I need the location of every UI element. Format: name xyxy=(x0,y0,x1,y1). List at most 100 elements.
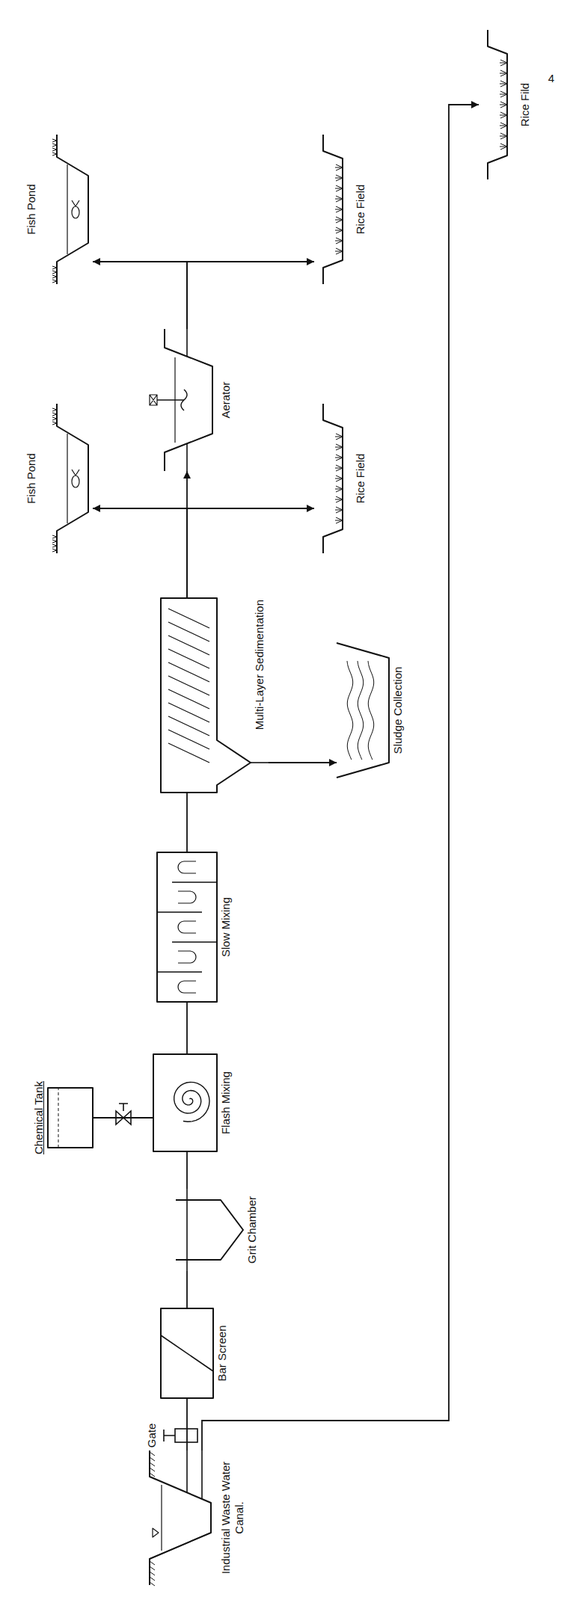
inclined-plates xyxy=(168,608,210,763)
baffles xyxy=(157,882,217,973)
pipe-connector xyxy=(186,792,188,853)
shape-group xyxy=(323,403,343,554)
mixing-spiral xyxy=(174,1082,210,1123)
aerator-motor xyxy=(149,394,158,406)
bypass-pipe xyxy=(201,1451,203,1500)
sludge-wave xyxy=(368,661,375,760)
node-label: Rice Field xyxy=(351,134,370,285)
sed-drawing xyxy=(153,598,269,793)
grit-pipe xyxy=(186,1189,188,1272)
pipe-connector xyxy=(186,1271,188,1310)
water-line xyxy=(66,164,68,255)
shape-group xyxy=(160,1309,214,1399)
water-line xyxy=(160,1485,162,1552)
aerator-impeller xyxy=(181,389,188,411)
screen-channel xyxy=(160,1309,214,1399)
shape-group xyxy=(160,598,269,793)
canal-node: Industrial Waste Water Canal. xyxy=(134,1451,249,1586)
shape-group xyxy=(52,403,89,554)
sedimentation-tank: Multi-Layer Sedimentation xyxy=(153,598,269,793)
sludge-wave xyxy=(357,661,364,760)
node-label: Multi-Layer Sedimentation xyxy=(250,598,269,793)
node-label: Fish Pond xyxy=(22,134,41,285)
shape-area xyxy=(47,1069,93,1167)
shape-group xyxy=(336,643,389,778)
aerator-basin: Aerator xyxy=(149,329,235,472)
shape-area xyxy=(153,598,251,793)
shape-group xyxy=(47,1088,93,1149)
node-label: Bar Screen xyxy=(213,1309,232,1399)
rice-field: Rice Fild xyxy=(478,29,535,180)
fish-pond: Fish Pond xyxy=(22,403,93,554)
shape-area xyxy=(175,1189,244,1272)
valve-handle xyxy=(118,1104,128,1112)
sludge-outlet xyxy=(250,762,269,764)
bar-screen-box: Bar Screen xyxy=(160,1309,232,1399)
pipe-connector xyxy=(201,104,479,1452)
page-number: 4 xyxy=(543,71,560,86)
flash-box-outline xyxy=(153,1054,217,1152)
chemical-tank: Chemical Tank xyxy=(29,1069,93,1167)
pond-section xyxy=(56,403,89,554)
canal-section xyxy=(149,1451,211,1586)
rice-field: Rice Field xyxy=(314,403,370,554)
sludge-wave xyxy=(347,661,354,760)
water-level-mark xyxy=(152,1528,159,1538)
shape-group xyxy=(149,1451,211,1587)
field-section xyxy=(323,403,343,554)
flash-mixing-box: Flash Mixing xyxy=(153,1054,235,1152)
shape-group xyxy=(149,329,213,472)
screen-bars xyxy=(160,1335,214,1372)
shape-area xyxy=(336,643,389,778)
node-label: Aerator xyxy=(216,329,235,472)
shape-group xyxy=(175,1189,244,1272)
shape-area xyxy=(478,29,517,180)
grit-hopper xyxy=(175,1200,244,1261)
slow-mixing-box: Slow Mixing xyxy=(157,852,235,1003)
rice-field: Rice Field xyxy=(314,134,370,285)
shape-group xyxy=(157,852,217,1003)
rice-plants xyxy=(499,59,508,150)
shape-group xyxy=(52,134,89,285)
shape-area xyxy=(40,403,93,554)
tank-liquid xyxy=(58,1088,60,1149)
shape-area xyxy=(153,1054,217,1152)
node-label: Grit Chamber xyxy=(243,1189,262,1272)
shape-group xyxy=(487,29,508,180)
grit-chamber: Grit Chamber xyxy=(175,1189,262,1272)
fish-symbol xyxy=(71,200,80,219)
pipe-connector xyxy=(268,762,337,764)
pipe-connector xyxy=(186,1002,188,1055)
fish-symbol xyxy=(71,469,80,488)
pipe-connector xyxy=(186,1151,188,1190)
field-section xyxy=(323,134,343,285)
gate-label: Gate xyxy=(145,1421,159,1452)
shape-group xyxy=(153,1054,217,1152)
shape-area xyxy=(314,403,352,554)
pipe-connector xyxy=(92,1117,154,1120)
gate-stem xyxy=(163,1430,176,1443)
tank-outline xyxy=(47,1088,93,1149)
pipe-connector xyxy=(92,508,188,599)
node-label: Flash Mixing xyxy=(216,1054,235,1152)
water-line xyxy=(66,433,68,524)
bank-grass xyxy=(52,139,57,283)
node-label: Chemical Tank xyxy=(29,1069,48,1167)
node-label: Rice Field xyxy=(351,403,370,554)
node-label: Industrial Waste Water Canal. xyxy=(216,1451,249,1586)
sedimentation-outline xyxy=(160,598,251,793)
node-label: Slow Mixing xyxy=(216,852,235,1003)
node-label: Fish Pond xyxy=(22,403,41,554)
pond-section xyxy=(56,134,89,285)
pipe-connector xyxy=(92,261,188,330)
pipe-connector xyxy=(186,1398,188,1452)
fish-pond: Fish Pond xyxy=(22,134,93,285)
slow-box-outline xyxy=(157,852,217,1003)
aerator-shaft xyxy=(157,399,185,401)
shape-area xyxy=(134,1451,217,1586)
shape-area xyxy=(157,852,217,1003)
